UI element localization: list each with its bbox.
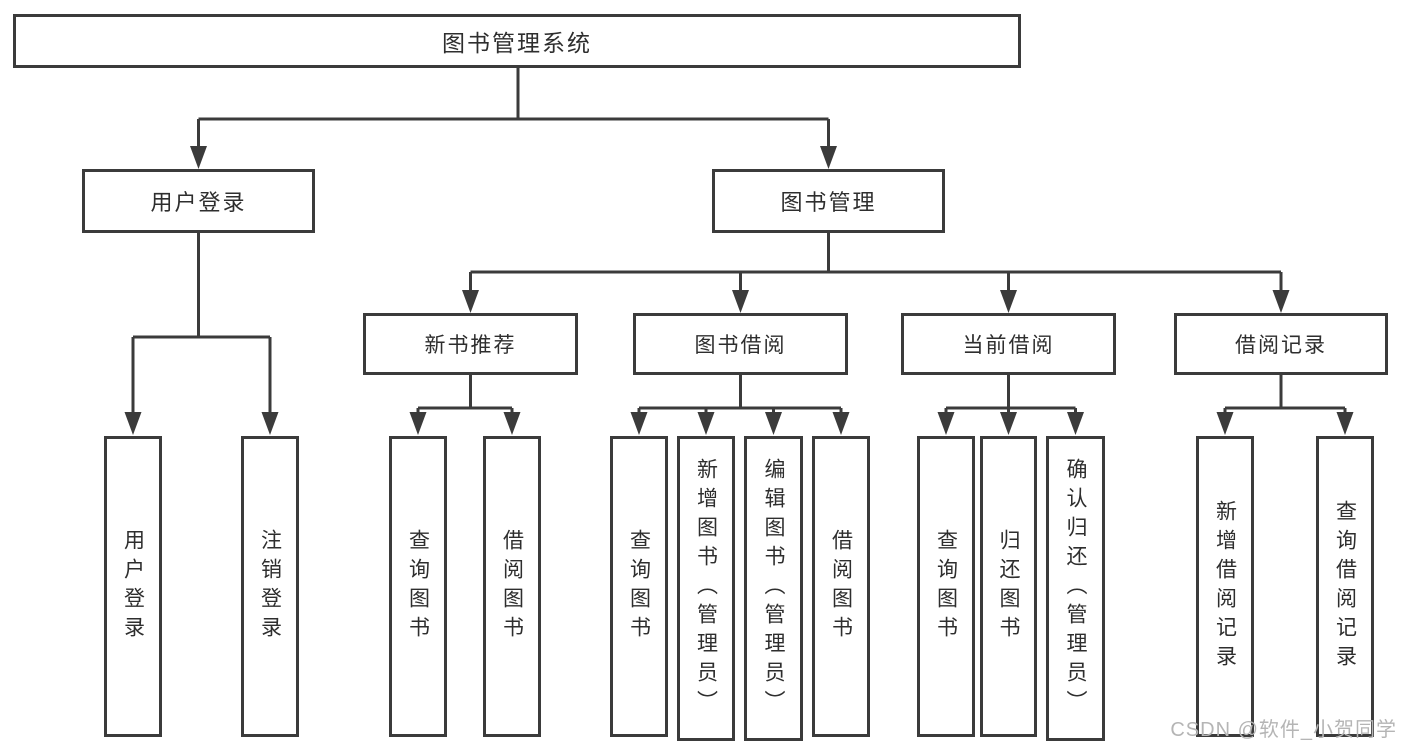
leaf-confirm-return-admin: 确认归还（管理员）: [1046, 436, 1105, 741]
leaf-edit-book-admin: 编辑图书（管理员）: [744, 436, 803, 741]
leaf-label: 归还图书: [997, 528, 1020, 645]
node-book-management: 图书管理: [712, 169, 945, 233]
leaf-label: 查询借阅记录: [1333, 499, 1357, 674]
leaf-label: 借阅图书: [500, 528, 524, 645]
leaf-user-login: 用户登录: [104, 436, 162, 737]
node-current-borrowing: 当前借阅: [901, 313, 1116, 375]
leaf-borrow-books-recommend: 借阅图书: [483, 436, 541, 737]
leaf-label: 查询图书: [934, 528, 958, 645]
node-borrow-records: 借阅记录: [1174, 313, 1388, 375]
leaf-label: 编辑图书（管理员）: [762, 458, 785, 719]
leaf-add-book-admin: 新增图书（管理员）: [677, 436, 735, 741]
csdn-watermark: CSDN @软件_小贺同学: [1170, 719, 1397, 741]
leaf-query-books-recommend: 查询图书: [389, 436, 447, 737]
leaf-query-books-borrowing: 查询图书: [610, 436, 668, 737]
leaf-label: 借阅图书: [829, 528, 853, 645]
leaf-return-book: 归还图书: [980, 436, 1037, 737]
leaf-label: 查询图书: [627, 528, 651, 645]
leaf-label: 新增图书（管理员）: [694, 458, 718, 719]
leaf-borrow-books: 借阅图书: [812, 436, 870, 737]
leaf-label: 用户登录: [121, 528, 145, 645]
leaf-label: 确认归还（管理员）: [1064, 458, 1087, 719]
leaf-add-borrow-record: 新增借阅记录: [1196, 436, 1254, 737]
leaf-query-borrow-record: 查询借阅记录: [1316, 436, 1374, 737]
node-new-book-recommend: 新书推荐: [363, 313, 578, 375]
leaf-label: 查询图书: [406, 528, 430, 645]
leaf-query-books-current: 查询图书: [917, 436, 975, 737]
leaf-label: 新增借阅记录: [1213, 499, 1237, 674]
leaf-label: 注销登录: [258, 528, 282, 645]
node-user-login: 用户登录: [82, 169, 315, 233]
leaf-logout: 注销登录: [241, 436, 299, 737]
node-book-borrowing: 图书借阅: [633, 313, 848, 375]
node-library-management-system: 图书管理系统: [13, 14, 1021, 68]
